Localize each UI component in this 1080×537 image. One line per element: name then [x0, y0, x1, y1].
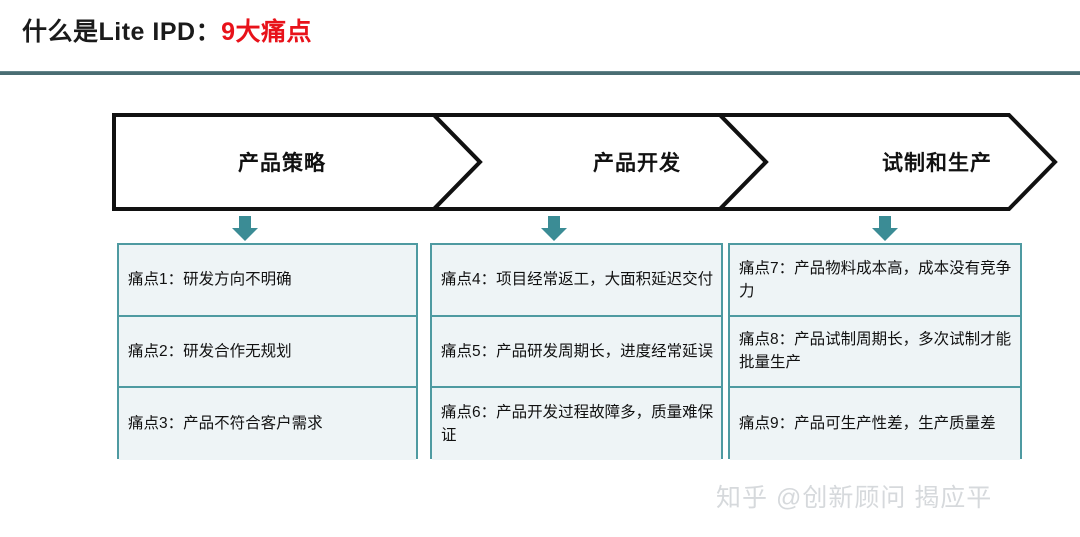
chevron-stage-3: [715, 113, 1058, 211]
pain-point-text: 痛点6：产品开发过程故障多，质量难保证: [441, 403, 714, 444]
pain-point-text: 痛点2：研发合作无规划: [128, 342, 292, 360]
pain-point-column-3: 痛点7：产品物料成本高，成本没有竞争力 痛点8：产品试制周期长，多次试制才能批量…: [728, 243, 1022, 460]
process-stage-label-1: 产品策略: [238, 152, 326, 175]
pain-point-item[interactable]: 痛点1：研发方向不明确: [119, 245, 416, 317]
process-stage-label-2: 产品开发: [593, 152, 681, 175]
pain-point-text: 痛点3：产品不符合客户需求: [128, 415, 323, 433]
pain-point-item[interactable]: 痛点6：产品开发过程故障多，质量难保证: [432, 388, 721, 460]
pain-point-item[interactable]: 痛点4：项目经常返工，大面积延迟交付: [432, 245, 721, 317]
pain-point-column-1: 痛点1：研发方向不明确 痛点2：研发合作无规划 痛点3：产品不符合客户需求: [117, 243, 418, 460]
pain-point-column-2: 痛点4：项目经常返工，大面积延迟交付 痛点5：产品研发周期长，进度经常延误 痛点…: [430, 243, 723, 460]
process-chevron-band: 产品策略 产品开发 试制和生产: [112, 112, 1060, 212]
pain-point-item[interactable]: 痛点8：产品试制周期长，多次试制才能批量生产: [730, 316, 1020, 388]
page-title-primary: 什么是Lite IPD：: [22, 18, 222, 46]
down-arrow-icon: [541, 216, 567, 241]
pain-point-item[interactable]: 痛点2：研发合作无规划: [119, 316, 416, 388]
down-arrow-icon: [872, 216, 898, 241]
down-arrow-icon-stage-3: [870, 216, 900, 242]
pain-point-item[interactable]: 痛点3：产品不符合客户需求: [119, 388, 416, 460]
pain-point-text: 痛点5：产品研发周期长，进度经常延误: [441, 342, 714, 360]
pain-point-text: 痛点8：产品试制周期长，多次试制才能批量生产: [739, 331, 1012, 372]
pain-point-text: 痛点7：产品物料成本高，成本没有竞争力: [739, 259, 1012, 300]
process-chevron-shapes: [112, 113, 1058, 211]
down-arrow-icon-stage-2: [539, 216, 569, 242]
process-stage-label-3: 试制和生产: [882, 152, 992, 175]
down-arrow-icon: [232, 216, 258, 241]
down-arrow-icon-stage-1: [230, 216, 260, 242]
pain-point-text: 痛点4：项目经常返工，大面积延迟交付: [441, 271, 714, 289]
pain-point-item[interactable]: 痛点9：产品可生产性差，生产质量差: [730, 388, 1020, 460]
watermark-attribution: 知乎 @创新顾问 揭应平: [716, 484, 993, 512]
page-title-highlight: 9大痛点: [221, 18, 312, 46]
header-divider-rule: [0, 71, 1080, 75]
slide-header: 什么是Lite IPD：9大痛点: [0, 0, 1080, 75]
pain-point-text: 痛点9：产品可生产性差，生产质量差: [739, 415, 996, 433]
pain-point-text: 痛点1：研发方向不明确: [128, 271, 292, 289]
page-title: 什么是Lite IPD：9大痛点: [22, 14, 312, 50]
pain-point-item[interactable]: 痛点5：产品研发周期长，进度经常延误: [432, 316, 721, 388]
pain-point-item[interactable]: 痛点7：产品物料成本高，成本没有竞争力: [730, 245, 1020, 317]
